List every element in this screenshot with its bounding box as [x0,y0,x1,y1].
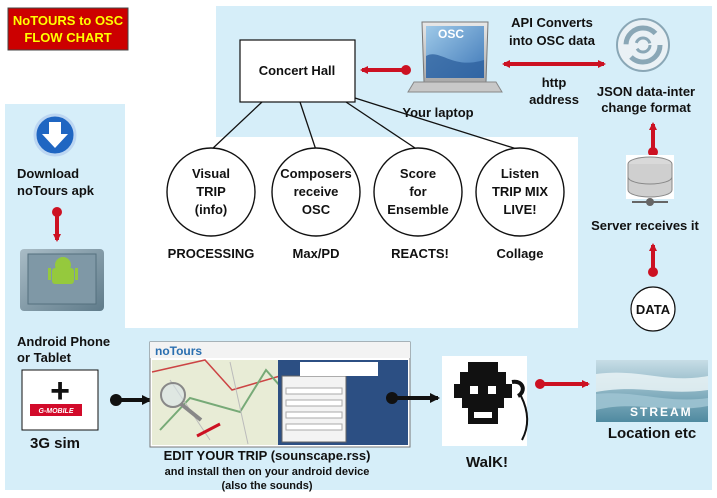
circle-1-line-2: TRIP [196,184,226,199]
circle-3-caption: REACTS! [391,246,449,261]
notours-screenshot: noTours [149,341,411,448]
location-label: Location etc [608,425,696,442]
laptop-icon [407,21,503,93]
server-arrow-dot [648,147,658,157]
concert-hall-label: Concert Hall [259,63,336,78]
concert-hall-box [239,39,356,103]
sim-card [21,369,99,431]
your-laptop-label: Your laptop [402,105,473,120]
api-line-2: into OSC data [509,33,596,48]
json-line-1: JSON data-inter [597,84,695,99]
circle-3-line-3: Ensemble [387,202,448,217]
android-line-1: Android Phone [17,334,110,349]
edit-line-2: and install then on your android device [165,466,370,478]
hall-connector-1 [210,101,263,151]
circle-2-line-2: receive [294,184,339,199]
title-line-2: FLOW CHART [24,30,111,45]
hall-connector-2 [299,101,317,151]
circle-2-caption: Max/PD [293,246,340,261]
server-icon [626,155,674,206]
walk-label: WalK! [466,454,508,471]
circle-4-line-3: LIVE! [503,202,536,217]
circle-4-caption: Collage [497,246,544,261]
circle-1-line-1: Visual [192,166,230,181]
circle-4-line-1: Listen [501,166,539,181]
edit-line-1: EDIT YOUR TRIP (sounscape.rss) [164,448,371,463]
plus-sign: + [50,372,70,410]
sim-brand: G-MOBILE [39,408,74,415]
sim-label: 3G sim [30,435,80,452]
output-circle-4 [475,147,565,237]
walker-icon [442,356,529,446]
http-line-2: address [529,92,579,107]
notours-logo: noTours [155,344,202,358]
stream-image: STREAM [596,360,708,422]
output-circle-2 [271,147,361,237]
hall-connector-4 [354,97,521,151]
circle-2-line-3: OSC [302,202,331,217]
edit-line-3: (also the sounds) [221,480,312,492]
circle-4-line-2: TRIP MIX [492,184,548,199]
android-line-2: or Tablet [17,350,72,365]
api-line-1: API Converts [511,15,593,30]
server-receives-label: Server receives it [591,218,699,233]
sim-brand-badge [30,404,82,416]
title-box [7,7,129,51]
osc-screen-label: OSC [438,27,464,41]
download-icon [33,113,77,157]
circle-1-caption: PROCESSING [168,246,255,261]
download-line-2: noTours apk [17,183,95,198]
circle-1-line-3: (info) [195,202,227,217]
output-circle-3 [373,147,463,237]
circle-2-line-1: Composers [280,166,352,181]
circle-3-line-1: Score [400,166,436,181]
data-node [630,286,676,332]
download-line-1: Download [17,166,79,181]
stream-banner: STREAM [630,405,693,419]
hall-connector-3 [345,101,419,151]
http-line-1: http [542,75,567,90]
json-line-2: change format [601,100,691,115]
json-icon [616,18,670,72]
circle-3-line-2: for [409,184,426,199]
data-label: DATA [636,302,671,317]
title-line-1: NoTOURS to OSC [13,13,124,28]
data-arrow-dot [648,267,658,277]
output-circle-1 [166,147,256,237]
android-phone-icon [20,249,104,311]
laptop-arrow-dot [401,65,411,75]
